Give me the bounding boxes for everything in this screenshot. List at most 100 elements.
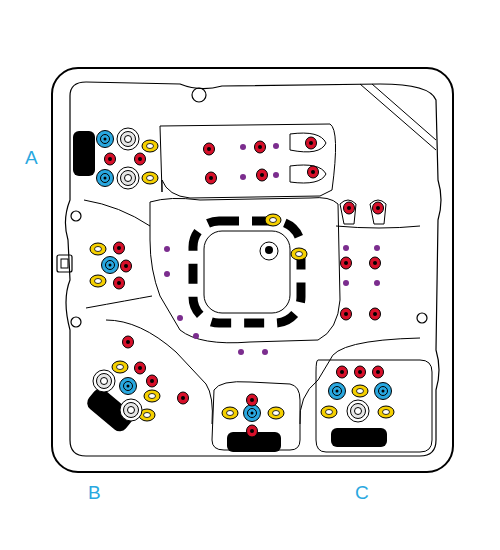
jet-small <box>164 271 170 277</box>
seat-contour <box>160 124 336 198</box>
jet-red <box>373 202 384 214</box>
jet-red <box>373 261 377 265</box>
jet-large <box>355 408 362 415</box>
jet-blue <box>106 261 115 270</box>
jet-yellow <box>326 410 333 415</box>
jet-blue <box>104 138 107 141</box>
jet-red <box>181 396 185 400</box>
jet-blue <box>120 378 137 395</box>
jet-large <box>351 404 366 419</box>
seat-contour <box>84 200 420 424</box>
jet-red <box>258 145 262 149</box>
jet-large <box>128 407 135 414</box>
jet-small <box>164 246 170 252</box>
jet-red <box>306 137 317 149</box>
jet-red <box>373 312 377 316</box>
jet-blue <box>329 383 346 400</box>
jet-large <box>347 400 369 422</box>
jet-yellow <box>291 248 307 260</box>
jet-red <box>117 246 121 250</box>
fitting <box>417 313 427 323</box>
jet-blue <box>375 383 392 400</box>
jet-blue <box>97 170 114 187</box>
jet-blue <box>251 412 254 415</box>
jet-group <box>90 128 394 437</box>
fitting <box>71 211 81 221</box>
jet-small <box>240 174 246 180</box>
drain <box>192 88 206 102</box>
jet-red <box>108 157 112 161</box>
jet-large <box>125 136 132 143</box>
jet-yellow <box>227 411 234 416</box>
jet-red <box>340 370 344 374</box>
jet-yellow <box>144 390 160 402</box>
jet-small <box>343 245 349 251</box>
jet-yellow <box>117 365 124 370</box>
jet-red <box>337 366 348 378</box>
jet-red <box>114 277 125 289</box>
jet-blue <box>382 390 385 393</box>
jet-yellow <box>144 413 151 418</box>
jet-blue <box>101 174 110 183</box>
jet-red <box>147 375 158 387</box>
jet-blue <box>104 177 107 180</box>
jet-yellow <box>357 389 364 394</box>
jet-yellow <box>95 247 102 252</box>
jet-small <box>273 143 279 149</box>
jet-red <box>206 172 217 184</box>
jet-red <box>121 260 132 272</box>
tub-rim <box>65 82 441 456</box>
jet-red <box>123 336 134 348</box>
jet-blue <box>248 409 257 418</box>
jet-yellow <box>90 243 106 255</box>
jet-red <box>376 370 380 374</box>
jet-red <box>250 429 254 433</box>
jet-large <box>125 175 132 182</box>
jet-red <box>150 379 154 383</box>
jet-blue <box>102 257 119 274</box>
control <box>260 242 278 260</box>
jet-red <box>308 166 319 178</box>
fitting <box>71 317 81 327</box>
jet-yellow <box>147 144 154 149</box>
jet-red <box>114 242 125 254</box>
jet-large <box>97 374 112 389</box>
jet-blue <box>336 390 339 393</box>
jet-large <box>121 132 136 147</box>
jet-red <box>117 281 121 285</box>
seat-contour <box>316 360 432 452</box>
jet-red <box>257 169 268 181</box>
jet-red <box>309 141 313 145</box>
jet-yellow <box>149 394 156 399</box>
jet-large <box>117 167 139 189</box>
jet-blue <box>101 135 110 144</box>
jet-large <box>121 171 136 186</box>
jet-yellow <box>147 176 154 181</box>
jet-yellow <box>265 214 281 226</box>
jet-blue <box>97 131 114 148</box>
tub-shell <box>52 68 453 472</box>
jet-red <box>255 141 266 153</box>
jet-red <box>209 176 213 180</box>
skimmer <box>61 259 68 268</box>
jet-yellow <box>378 406 394 418</box>
jet-large <box>124 403 139 418</box>
jet-red <box>344 202 355 214</box>
jet-red <box>358 370 362 374</box>
center-island <box>204 231 290 313</box>
jet-small <box>273 172 279 178</box>
skimmer <box>57 255 72 272</box>
jet-red <box>344 312 348 316</box>
jet-yellow <box>90 275 106 287</box>
jet-red <box>207 147 211 151</box>
jet-yellow <box>142 140 158 152</box>
jet-red <box>126 340 130 344</box>
jet-yellow <box>273 411 280 416</box>
jet-blue <box>333 387 342 396</box>
jet-blue <box>379 387 388 396</box>
jet-yellow <box>142 172 158 184</box>
seat-letter: A <box>25 148 38 167</box>
jet-red <box>178 392 189 404</box>
jet-small <box>343 280 349 286</box>
